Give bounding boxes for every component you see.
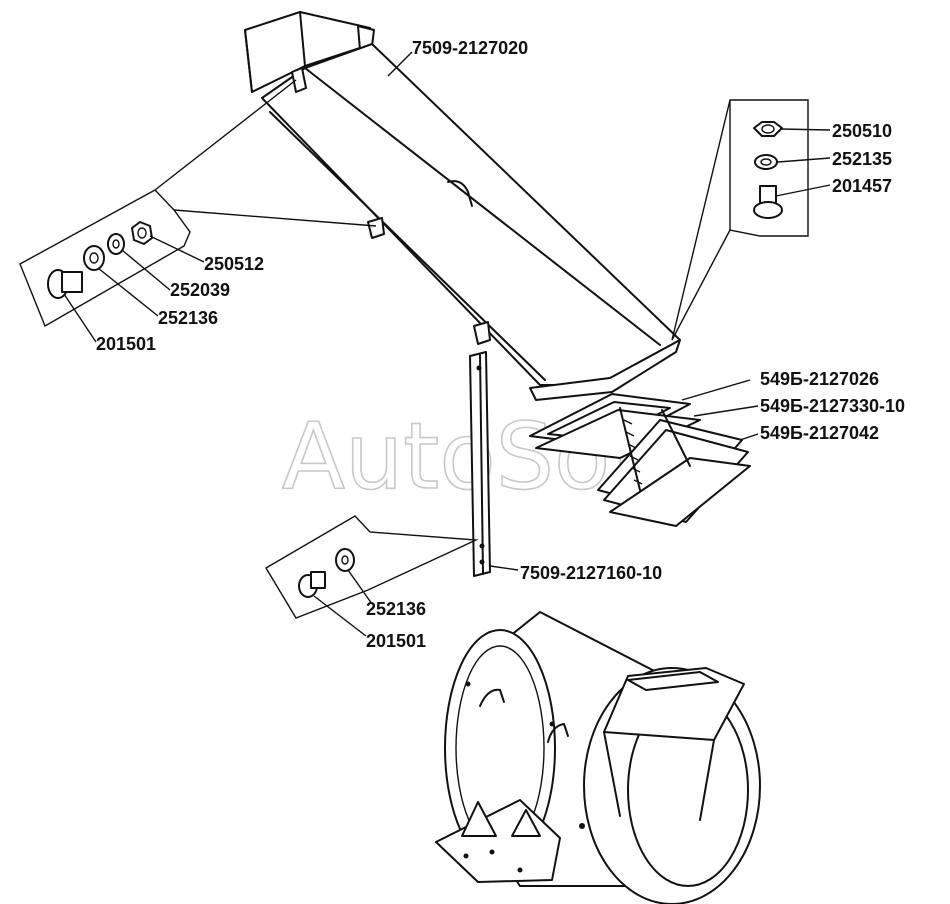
fastener-callout-bottom: [265, 515, 479, 637]
washer-icon: [83, 245, 105, 271]
label-washer-top: 252135: [832, 149, 892, 169]
air-duct-pipe: [244, 11, 681, 401]
label-pipe: 7509-2127020: [412, 38, 528, 58]
label-gasket-c: 549Б-2127042: [760, 423, 879, 443]
label-gasket-b: 549Б-2127330-10: [760, 396, 905, 416]
leader-pipe: [387, 51, 413, 77]
label-washer-bottom: 252136: [366, 599, 426, 619]
support-strut: [469, 351, 519, 577]
bolt-icon: [753, 185, 783, 219]
label-bolt-left: 201501: [96, 334, 156, 354]
washer-icon: [335, 548, 355, 572]
label-strut: 7509-2127160-10: [520, 563, 662, 583]
label-washer-left-a: 252039: [170, 280, 230, 300]
label-gasket-a: 549Б-2127026: [760, 369, 879, 389]
label-washer-left-b: 252136: [158, 308, 218, 328]
bolt-icon: [298, 571, 326, 598]
fastener-callout-left: [19, 79, 377, 343]
washer-icon: [754, 154, 778, 170]
nut-icon: [753, 121, 783, 137]
nut-icon: [131, 221, 153, 245]
label-nut-top: 250510: [832, 121, 892, 141]
bolt-icon: [47, 269, 83, 299]
corrugated-hose: [619, 407, 691, 491]
label-bolt-bottom: 201501: [366, 631, 426, 651]
spring-washer-icon: [107, 233, 125, 255]
label-nut-left: 250512: [204, 254, 264, 274]
label-bolt-top: 201457: [832, 176, 892, 196]
fastener-callout-top: [671, 99, 831, 341]
gasket-stack: [529, 379, 759, 527]
air-filter-housing: [435, 611, 761, 904]
